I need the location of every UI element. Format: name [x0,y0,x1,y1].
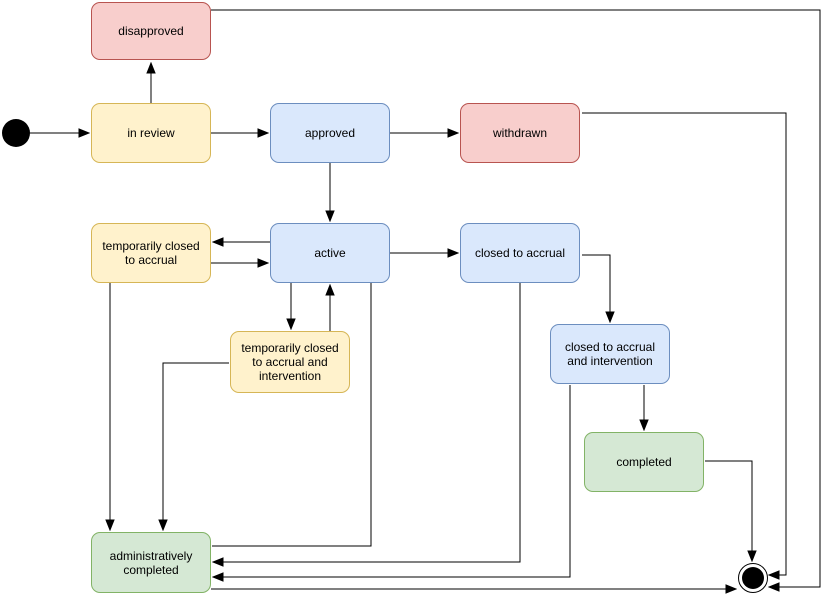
state-label: temporarily closed to accrual and interv… [241,341,339,383]
state-temporarily-closed-to-accrual: temporarily closed to accrual [91,223,211,283]
state-label: disapproved [118,24,184,38]
final-state-inner-dot [742,567,764,589]
state-label: in review [127,126,175,140]
state-temporarily-closed-to-accrual-and-intervention: temporarily closed to accrual and interv… [230,331,350,393]
edge-closed-to-accrual-to-closed-to-accrual-and-intervention [582,254,610,322]
state-closed-to-accrual: closed to accrual [460,223,580,283]
state-label: closed to accrual [474,246,566,260]
edge-disapproved-to-end [211,9,821,587]
edge-temporarily-closed-to-accrual-and-intervention-to-administratively-completed [163,362,229,530]
edge-closed-to-accrual-to-administratively-completed [213,283,521,562]
edge-closed-to-accrual-and-intervention-to-administratively-completed [213,385,571,577]
state-active: active [270,223,390,283]
state-label: administratively completed [109,548,193,577]
state-label: completed [616,455,672,469]
edge-completed-to-end [705,460,752,561]
state-disapproved: disapproved [91,2,211,60]
state-closed-to-accrual-and-intervention: closed to accrual and intervention [550,324,670,384]
edge-active-to-administratively-completed [212,283,372,547]
state-label: temporarily closed to accrual [102,239,200,267]
state-approved: approved [270,103,390,163]
final-state-node [738,563,768,593]
edge-withdrawn-to-end [582,112,787,575]
state-in-review: in review [91,103,211,163]
state-withdrawn: withdrawn [460,103,580,163]
state-label: closed to accrual and intervention [564,340,656,368]
state-label: approved [304,126,356,140]
initial-state-node [2,119,30,147]
state-label: active [314,246,346,260]
state-administratively-completed: administratively completed [91,532,211,593]
state-label: withdrawn [492,126,548,140]
state-completed: completed [584,432,704,492]
